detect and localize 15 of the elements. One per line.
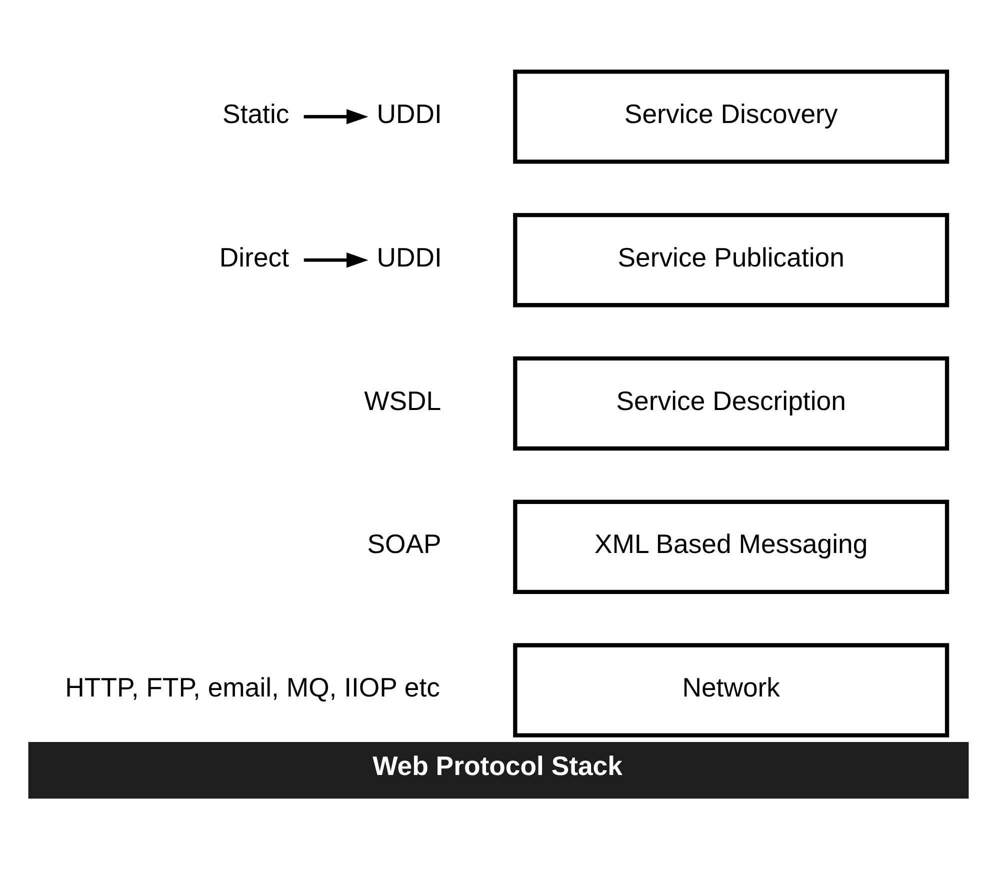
node-text: UDDI: [376, 242, 442, 272]
node-text: UDDI: [376, 98, 442, 129]
label: SOAP: [367, 528, 442, 559]
node-text: Static: [222, 98, 290, 129]
node-box: Service Publication: [513, 212, 950, 307]
caption: Web Protocol Stack: [372, 750, 622, 780]
node-text: Direct: [219, 242, 290, 272]
node-box: Network: [513, 642, 950, 737]
arrow: [304, 108, 368, 124]
arrow: [304, 252, 368, 268]
node-box: Service Description: [513, 356, 950, 450]
node-box: Service Discovery: [513, 69, 950, 164]
label: HTTP, FTP, email, MQ, IIOP etc: [65, 672, 440, 702]
label: WSDL: [364, 385, 442, 416]
node-box: XML Based Messaging: [513, 499, 950, 594]
